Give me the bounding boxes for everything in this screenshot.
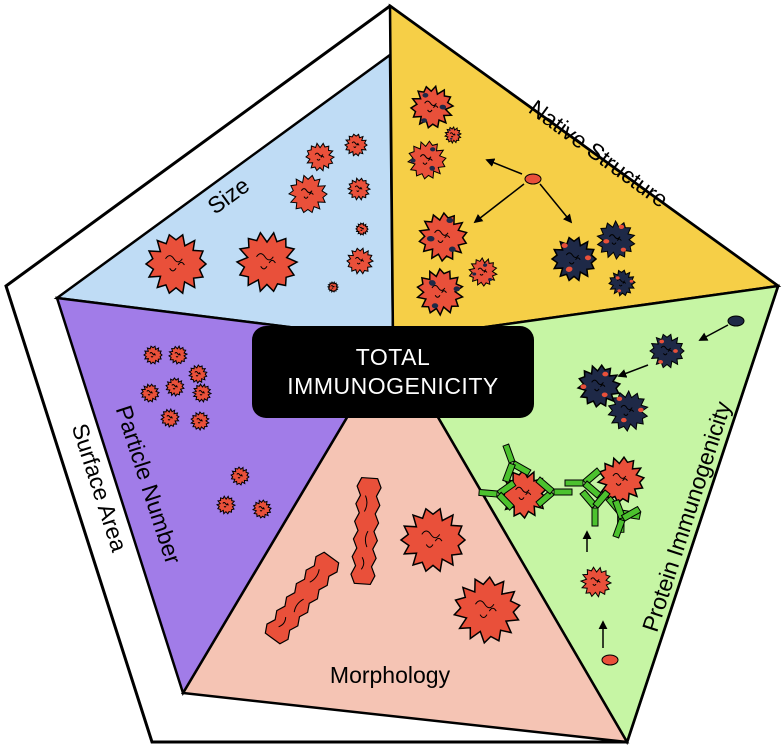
protein-aggregate-icon <box>305 142 336 172</box>
surface-marker <box>440 104 447 110</box>
protein-aggregate-icon <box>251 499 272 519</box>
arrow-icon <box>473 183 525 224</box>
protein-aggregate-icon <box>190 411 210 432</box>
protein-aggregate-icon <box>188 364 208 384</box>
center-title-line2: IMMUNOGENICITY <box>287 373 499 399</box>
protein-aggregate-icon <box>355 222 369 236</box>
protein-aggregate-icon <box>143 345 163 365</box>
surface-marker <box>426 235 434 242</box>
surface-marker <box>659 339 665 344</box>
protein-aggregate-icon <box>344 133 368 157</box>
surface-marker <box>453 286 461 292</box>
elongated-aggregate-icon <box>264 551 340 645</box>
surface-marker <box>422 92 429 98</box>
dark-aggregate-icon <box>607 389 649 432</box>
protein-aggregate-icon <box>230 466 250 486</box>
protein-aggregate-icon <box>140 383 160 403</box>
surface-marker <box>621 417 627 423</box>
protein-aggregate-icon <box>346 247 374 275</box>
surface-marker <box>450 138 453 140</box>
antibody-icon <box>579 489 611 527</box>
protein-aggregate-icon <box>346 177 372 201</box>
protein-aggregate-icon <box>168 344 189 365</box>
protein-aggregate-icon <box>326 280 340 294</box>
surface-marker <box>603 239 609 244</box>
protein-monomer-icon <box>601 654 619 666</box>
protein-aggregate-icon <box>191 383 213 404</box>
protein-aggregate-icon <box>288 174 328 214</box>
surface-marker <box>658 360 663 364</box>
particle-layer <box>140 84 685 645</box>
surface-marker <box>629 279 634 283</box>
surface-marker <box>615 276 620 280</box>
antibody-icon <box>612 499 642 539</box>
surface-marker <box>456 133 460 136</box>
dark-aggregate-icon <box>608 269 636 297</box>
arrow-icon <box>617 364 649 378</box>
surface-marker <box>565 267 572 273</box>
antibody-icon <box>564 467 602 499</box>
surface-marker <box>448 246 456 252</box>
protein-aggregate-icon <box>452 575 521 645</box>
surface-marker <box>488 278 493 282</box>
antibody-icon <box>535 476 573 508</box>
protein-aggregate-icon <box>215 495 237 515</box>
protein-aggregate-icon <box>144 233 208 295</box>
protein-aggregate-icon <box>399 507 467 573</box>
surface-marker <box>618 224 625 229</box>
protein-aggregate-icon <box>409 84 455 129</box>
surface-marker <box>430 147 436 152</box>
protein-aggregate-icon <box>235 231 299 293</box>
protein-aggregate-icon <box>415 267 465 317</box>
protein-aggregate-icon <box>165 377 185 397</box>
antibody-layer <box>478 443 642 539</box>
protein-aggregate-icon <box>596 455 646 504</box>
protein-aggregate-icon <box>407 140 447 180</box>
protein-aggregate-icon <box>579 566 613 598</box>
surface-marker <box>410 158 416 163</box>
surface-marker <box>602 371 609 377</box>
arrows <box>473 158 729 648</box>
surface-marker <box>673 349 678 353</box>
surface-marker <box>472 272 477 276</box>
surface-marker <box>429 166 435 171</box>
surface-marker <box>428 280 436 286</box>
arrow-icon <box>698 324 729 341</box>
antibody-icon <box>478 479 517 511</box>
center-title-line1: TOTAL <box>355 344 431 370</box>
surface-marker <box>638 407 644 413</box>
arrow-icon <box>485 158 523 175</box>
surface-marker <box>448 129 451 131</box>
dark-aggregate-icon <box>550 236 598 282</box>
total-immunogenicity-box: TOTAL IMMUNOGENICITY <box>252 326 534 418</box>
label-morphology: Morphology <box>330 662 451 688</box>
surface-marker <box>584 255 592 261</box>
surface-marker <box>431 303 439 309</box>
elongated-aggregate-icon <box>350 476 382 586</box>
surface-marker <box>421 118 428 123</box>
arrow-icon <box>539 183 573 224</box>
surface-marker <box>561 243 568 249</box>
protein-monomer-icon <box>524 173 542 185</box>
surface-marker <box>617 289 622 293</box>
surface-marker <box>483 263 488 267</box>
surface-marker <box>601 392 608 398</box>
dark-aggregate-icon <box>649 333 685 369</box>
surface-marker <box>580 384 587 390</box>
protein-monomer-icon <box>727 315 745 327</box>
surface-marker <box>620 247 627 252</box>
surface-marker <box>616 396 623 401</box>
dark-aggregate-icon <box>576 363 622 409</box>
protein-aggregate-icon <box>160 407 180 428</box>
surface-marker <box>446 217 454 224</box>
